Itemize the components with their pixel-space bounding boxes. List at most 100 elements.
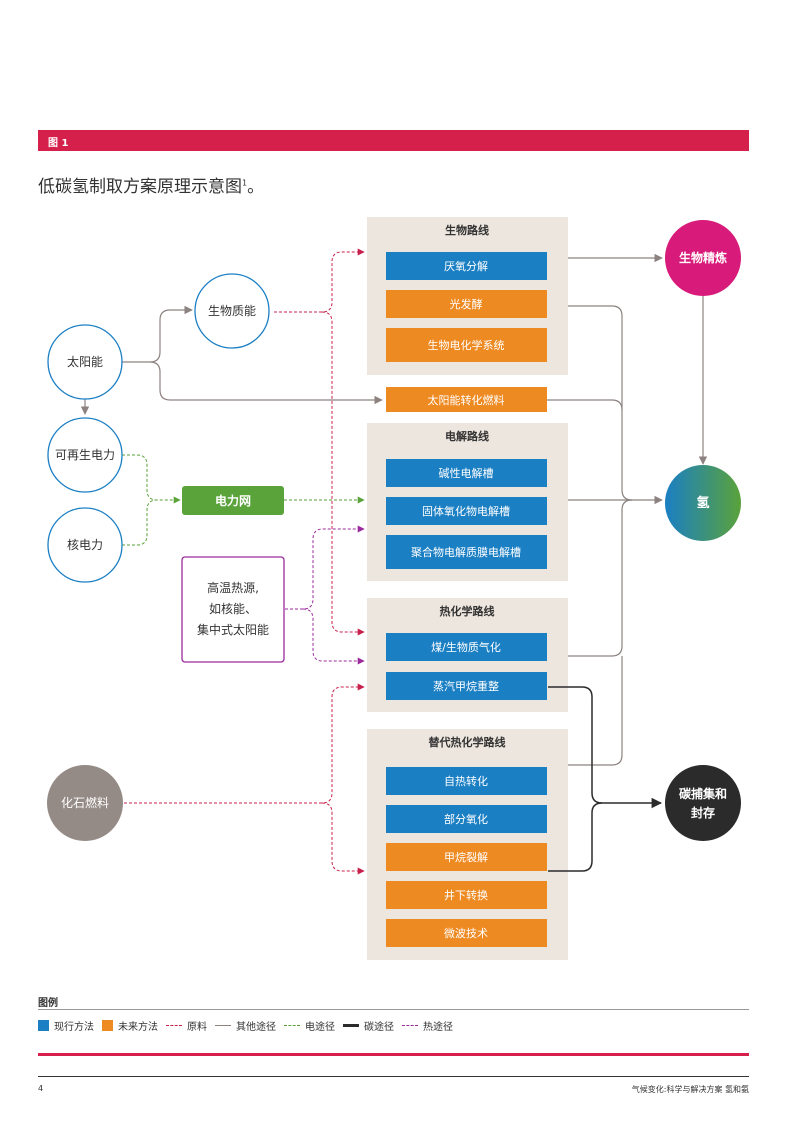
legend-future-method: 未来方法 <box>102 1018 158 1033</box>
figure-caption: 低碳氢制取方案原理示意图1。 <box>38 172 264 197</box>
solar-to-biomass-path <box>122 305 193 363</box>
ccs-label-line-1: 碳捕集和 <box>679 786 727 801</box>
route-bio-item-label: 光发酵 <box>450 297 483 311</box>
bio-refine-node: 生物精炼 <box>665 220 741 296</box>
route-alt-item: 甲烷裂解 <box>386 843 547 871</box>
route-electro-item-label: 聚合物电解质膜电解槽 <box>411 545 521 559</box>
thermo-to-hydrogen-path <box>568 499 633 657</box>
heat-line <box>402 1025 418 1026</box>
legend-label: 电途径 <box>305 1022 335 1033</box>
nuclear-label: 核电力 <box>67 538 103 552</box>
renewable-label: 可再生电力 <box>55 448 115 462</box>
grid-label: 电力网 <box>215 493 251 508</box>
alt-to-ccs-path <box>548 802 603 872</box>
route-thermo-item: 蒸汽甲烷重整 <box>386 672 547 700</box>
heat-label-line-2: 如核能、 <box>209 601 257 616</box>
route-thermo-item-label: 煤/生物质气化 <box>431 640 501 654</box>
electric-line <box>284 1025 300 1026</box>
route-alt-item: 部分氧化 <box>386 805 547 833</box>
legend-label: 碳途径 <box>364 1022 394 1033</box>
fossil-node: 化石燃料 <box>47 765 123 841</box>
renewable-to-grid-path <box>122 454 181 504</box>
solar-fuel-label: 太阳能转化燃料 <box>428 393 505 407</box>
route-alt-item-label: 微波技术 <box>444 926 488 940</box>
legend-label: 未来方法 <box>118 1022 158 1033</box>
route-electro-item-label: 固体氧化物电解槽 <box>422 504 510 518</box>
legend-heat-pathway: 热途径 <box>402 1018 453 1033</box>
route-bio-item: 生物电化学系统 <box>386 328 547 362</box>
hydrogen-label: 氢 <box>696 495 709 511</box>
thermo-route-title: 热化学路线 <box>440 604 495 618</box>
carbon-line <box>343 1024 359 1027</box>
ccs-label-line-2: 封存 <box>691 805 715 820</box>
nuclear-node: 核电力 <box>47 507 123 583</box>
footer-title: 气候变化:科学与解决方案 氢和氨 <box>631 1085 749 1094</box>
route-alt-item: 井下转换 <box>386 881 547 909</box>
other-line <box>215 1025 231 1026</box>
heat-label-line-3: 集中式太阳能 <box>197 622 269 637</box>
biomass-label: 生物质能 <box>208 304 256 318</box>
legend-label: 其他途径 <box>236 1022 276 1033</box>
bio-route-title: 生物路线 <box>445 223 489 237</box>
page-number: 4 <box>38 1084 44 1093</box>
heat-source-node: 高温热源, 如核能、 集中式太阳能 <box>181 556 285 663</box>
legend-title: 图例 <box>38 998 58 1009</box>
route-electro-item: 聚合物电解质膜电解槽 <box>386 535 547 569</box>
legend-current-method: 现行方法 <box>38 1018 94 1033</box>
fossil-to-alt-path <box>321 802 365 875</box>
biomass-to-gasification-path <box>321 311 365 636</box>
fossil-label: 化石燃料 <box>61 795 109 810</box>
route-electro-item-label: 碱性电解槽 <box>439 466 494 480</box>
footer-rule <box>38 1076 749 1077</box>
legend-carbon-pathway: 碳途径 <box>343 1018 394 1033</box>
route-alt-item-label: 自热转化 <box>444 774 488 788</box>
caption-reference: 1 <box>242 178 248 188</box>
route-thermo-item: 煤/生物质气化 <box>386 633 547 661</box>
alt-route-title: 替代热化学路线 <box>429 735 506 749</box>
legend-feedstock: 原料 <box>166 1018 207 1033</box>
heat-to-thermo-path <box>302 608 365 665</box>
fossil-feed-path <box>124 683 365 804</box>
legend-label: 原料 <box>187 1022 207 1033</box>
route-bio-item: 厌氧分解 <box>386 252 547 280</box>
legend-label: 现行方法 <box>54 1022 94 1033</box>
route-alt-item: 自热转化 <box>386 767 547 795</box>
nuclear-to-grid-path <box>122 499 158 546</box>
electro-route-title: 电解路线 <box>445 429 489 443</box>
route-alt-item-label: 部分氧化 <box>444 812 488 826</box>
figure-label: 图 1 <box>48 138 69 149</box>
legend-other-pathway: 其他途径 <box>215 1018 276 1033</box>
feedstock-line <box>166 1025 182 1026</box>
legend-divider <box>38 1009 749 1010</box>
section-divider <box>38 1053 749 1056</box>
route-electro-item: 固体氧化物电解槽 <box>386 497 547 525</box>
bio-future-to-hydrogen-path <box>568 305 633 501</box>
route-bio-item-label: 厌氧分解 <box>444 259 488 273</box>
bio-refine-label: 生物精炼 <box>679 250 727 265</box>
solar-to-solar-fuel-path <box>149 361 383 405</box>
solar-node: 太阳能 <box>47 324 123 400</box>
smr-to-ccs-path <box>548 686 663 809</box>
route-alt-item-label: 井下转换 <box>444 888 488 902</box>
heat-label-line-1: 高温热源, <box>207 580 259 595</box>
caption-text: 低碳氢制取方案原理示意图 <box>38 177 242 197</box>
grid-node: 电力网 <box>182 486 284 515</box>
future-swatch <box>102 1020 113 1031</box>
legend-label: 热途径 <box>423 1022 453 1033</box>
renewable-node: 可再生电力 <box>47 417 123 493</box>
biomass-feed-path <box>274 248 365 313</box>
solar-label: 太阳能 <box>67 354 103 369</box>
current-swatch <box>38 1020 49 1031</box>
hydrogen-node: 氢 <box>665 465 741 541</box>
route-alt-item-label: 甲烷裂解 <box>444 850 488 864</box>
hydrogen-production-diagram: 生物路线 电解路线 热化学路线 替代热化学路线 <box>47 217 741 960</box>
caption-end: 。 <box>247 177 265 197</box>
route-bio-item-label: 生物电化学系统 <box>428 338 505 352</box>
route-electro-item: 碱性电解槽 <box>386 459 547 487</box>
route-thermo-item-label: 蒸汽甲烷重整 <box>433 679 499 693</box>
ccs-node: 碳捕集和 封存 <box>665 765 741 841</box>
solar-fuel-to-hydrogen-path <box>547 399 623 411</box>
figure-label-bar: 图 1 <box>38 130 749 151</box>
route-alt-item: 微波技术 <box>386 919 547 947</box>
route-bio-item: 光发酵 <box>386 290 547 318</box>
